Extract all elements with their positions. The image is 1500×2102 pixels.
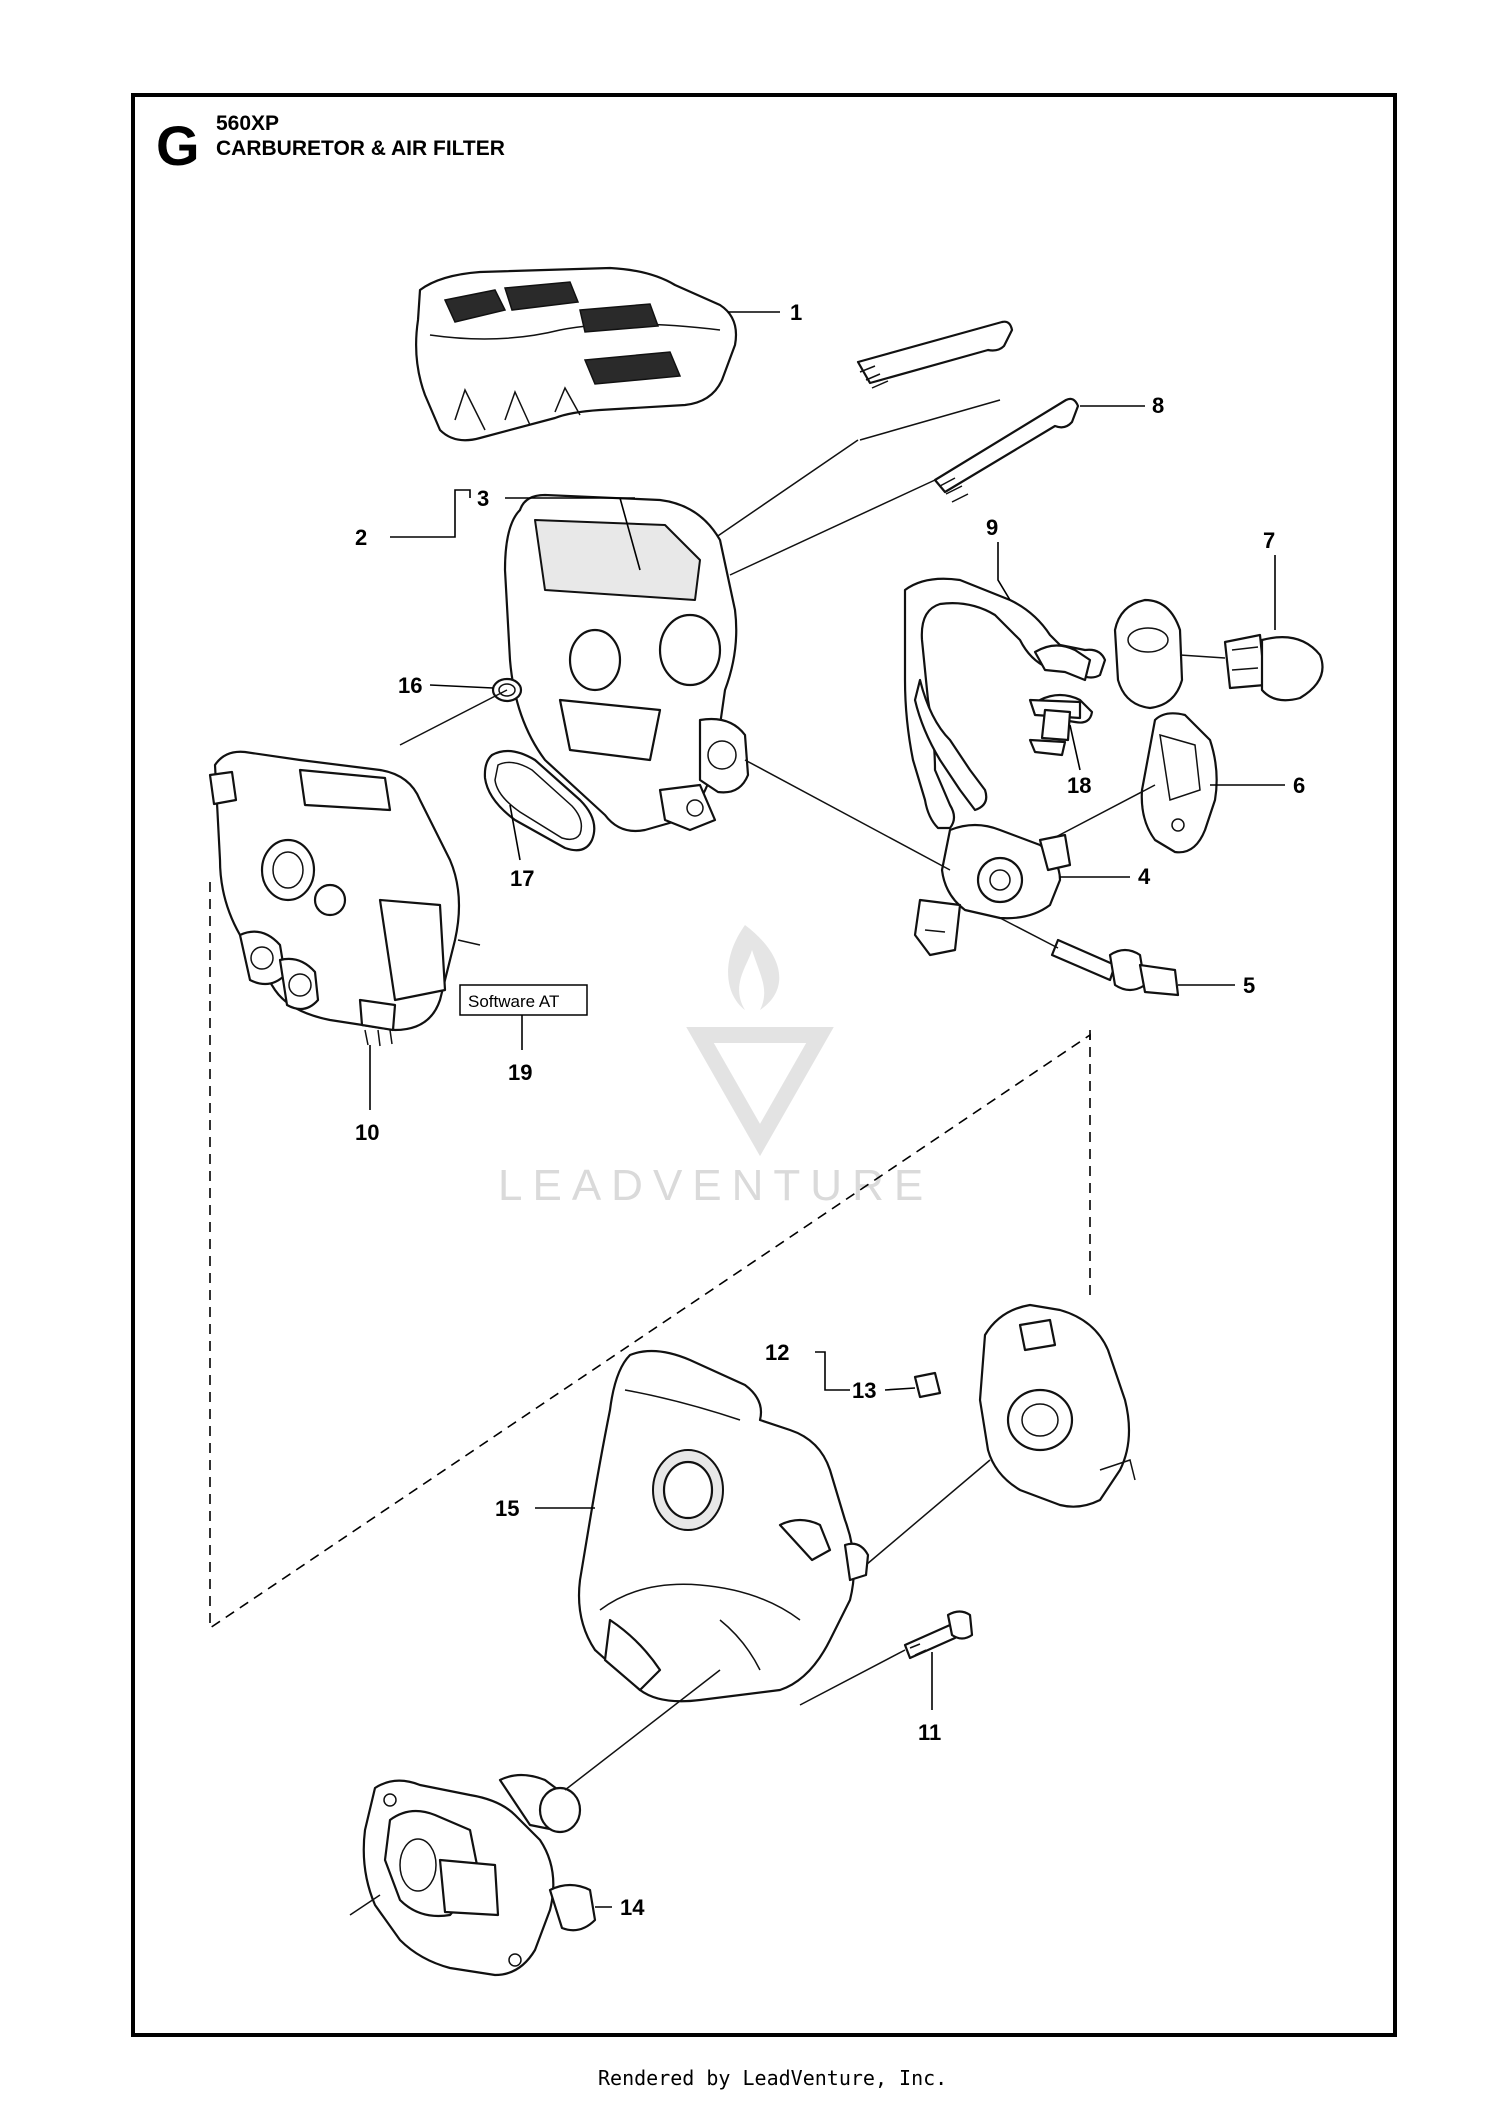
part-gasket xyxy=(483,749,596,852)
software-label: Software AT xyxy=(468,992,559,1011)
part-primer-bulb xyxy=(1113,598,1324,710)
section-letter: G xyxy=(156,114,200,177)
callout-2: 2 xyxy=(355,525,367,550)
callout-13: 13 xyxy=(852,1378,876,1403)
part-baffle xyxy=(577,1349,870,1703)
part-screw xyxy=(799,1610,974,1706)
intake-link-line xyxy=(859,1459,991,1571)
leader-18 xyxy=(1069,724,1081,771)
part-carburetor xyxy=(208,750,481,1047)
leader-3c xyxy=(619,497,641,571)
part-bolts xyxy=(689,320,1080,576)
callout-11: 11 xyxy=(918,1720,941,1745)
callout-6: 6 xyxy=(1293,773,1305,798)
model-number: 560XP xyxy=(216,112,279,135)
section-title: CARBURETOR & AIR FILTER xyxy=(216,137,505,160)
carb-link-line xyxy=(399,689,508,746)
callout-4: 4 xyxy=(1138,864,1151,889)
part-filter-holder xyxy=(503,493,750,833)
callout-18: 18 xyxy=(1067,773,1091,798)
part-nut xyxy=(913,1371,942,1399)
callout-19: 19 xyxy=(508,1060,532,1085)
part-bracket xyxy=(1140,712,1218,854)
leader-16 xyxy=(429,684,494,689)
leader-12 xyxy=(815,1351,850,1391)
footer-credit: Rendered by LeadVenture, Inc. xyxy=(598,2066,947,2090)
callout-10: 10 xyxy=(355,1120,379,1145)
leader-9 xyxy=(997,542,1011,601)
callout-3: 3 xyxy=(477,486,489,511)
part-throttle-lever xyxy=(913,823,1072,957)
leader-13 xyxy=(884,1387,916,1391)
callout-12: 12 xyxy=(765,1340,789,1365)
callout-16: 16 xyxy=(398,673,422,698)
leader-17 xyxy=(509,804,521,861)
bracket-link-line xyxy=(1049,784,1156,841)
software-label-box xyxy=(459,984,588,1016)
watermark-text: LEADVENTURE xyxy=(498,1161,933,1210)
callout-8: 8 xyxy=(1152,393,1164,418)
callout-15: 15 xyxy=(495,1496,519,1521)
part-fuel-hose xyxy=(903,577,1107,830)
part-intake-manifold xyxy=(349,1669,721,1977)
part-intake-bracket xyxy=(978,1303,1136,1508)
callout-7: 7 xyxy=(1263,528,1275,553)
callout-9: 9 xyxy=(986,515,998,540)
callout-14: 14 xyxy=(620,1895,645,1920)
part-shaft-pin xyxy=(999,917,1180,997)
callout-1: 1 xyxy=(790,300,802,325)
lever-link-line xyxy=(744,759,951,871)
flame-v-logo-icon xyxy=(686,925,834,1157)
diagram-frame xyxy=(131,93,1397,2037)
part-air-filter-cover xyxy=(415,266,738,442)
leader-2 xyxy=(390,489,471,538)
watermark: LEADVENTURE xyxy=(498,925,933,1210)
callout-5: 5 xyxy=(1243,973,1255,998)
callout-17: 17 xyxy=(510,866,534,891)
